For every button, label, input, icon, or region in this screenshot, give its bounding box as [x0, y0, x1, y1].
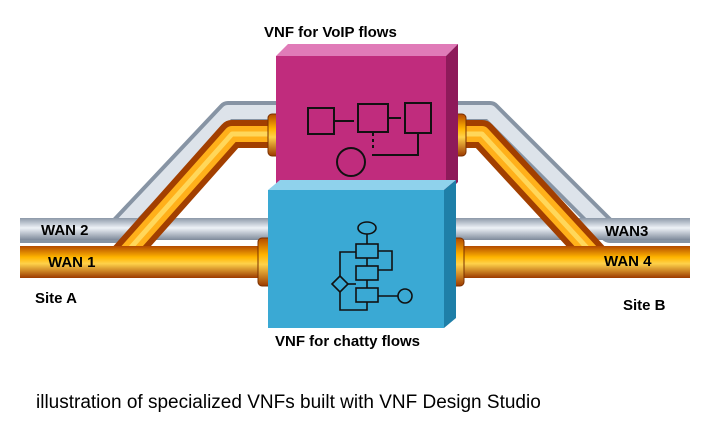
vnf-chatty-label: VNF for chatty flows [275, 333, 421, 350]
wan4-label: WAN 4 [604, 253, 652, 270]
site-a-label: Site A [35, 290, 77, 307]
vnf-chatty-box [268, 180, 456, 328]
wan2-wan3-pipe [20, 101, 690, 243]
wan3-label: WAN3 [605, 223, 649, 240]
vnf-voip-label: VNF for VoIP flows [264, 24, 397, 41]
chatty-flow-icon [330, 221, 413, 311]
voip-flow-icon [307, 102, 432, 177]
caption: illustration of specialized VNFs built w… [36, 392, 541, 413]
wan1-label: WAN 1 [48, 254, 96, 271]
wan2-label: WAN 2 [41, 222, 89, 239]
site-b-label: Site B [623, 297, 666, 314]
vnf-voip-box [276, 44, 458, 194]
